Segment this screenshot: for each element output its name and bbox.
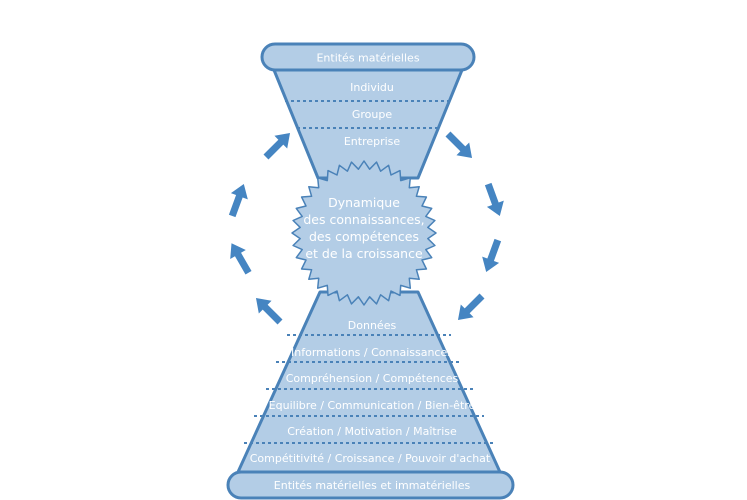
cycle-arrow-icon	[228, 184, 248, 218]
center-line-1: Dynamique	[328, 195, 400, 210]
center-line-3: des compétences	[309, 229, 419, 244]
cycle-arrow-icon	[445, 131, 473, 159]
cycle-arrow-icon	[484, 182, 504, 216]
cycle-arrow-icon	[255, 297, 283, 325]
top-banner	[260, 42, 476, 72]
layer-label-equilibre: Equilibre / Communication / Bien-être	[269, 399, 476, 412]
cycle-arrow-icon	[263, 132, 291, 160]
layer-label-competitivite: Compétitivité / Croissance / Pouvoir d'a…	[250, 452, 491, 465]
layer-label-creation: Création / Motivation / Maîtrise	[287, 425, 457, 438]
bottom-banner	[226, 470, 515, 500]
layer-label-informations: Informations / Connaissances	[291, 346, 453, 359]
center-line-4: et de la croissance	[305, 246, 423, 261]
layer-label-donnees: Données	[348, 319, 397, 332]
layer-label-groupe: Groupe	[352, 108, 392, 121]
center-seal	[291, 160, 437, 306]
center-line-2: des connaissances,	[303, 212, 424, 227]
layer-label-comprehension: Compréhension / Compétences	[286, 372, 459, 385]
bottom-banner-label: Entités matérielles et immatérielles	[274, 479, 471, 492]
cycle-arrow-icon	[482, 238, 502, 272]
layer-label-entreprise: Entreprise	[344, 135, 401, 148]
cycle-arrows	[228, 131, 504, 325]
cycle-arrow-icon	[230, 243, 252, 275]
top-banner-label: Entités matérielles	[316, 52, 419, 65]
cycle-arrow-icon	[457, 293, 485, 321]
layer-label-individu: Individu	[350, 81, 394, 94]
